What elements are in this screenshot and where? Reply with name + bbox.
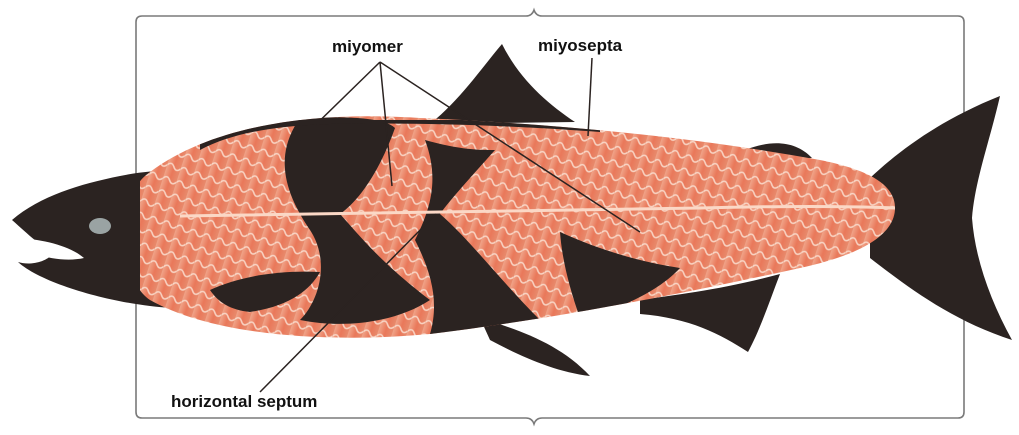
fish-body <box>140 100 920 360</box>
pelvic-fin <box>480 318 590 376</box>
horizontal-septum-label: horizontal septum <box>171 392 317 412</box>
dorsal-fin <box>430 44 575 124</box>
miyosepta-label: miyosepta <box>538 36 622 56</box>
eye-icon <box>89 218 111 234</box>
miyomer-label: miyomer <box>332 37 403 57</box>
